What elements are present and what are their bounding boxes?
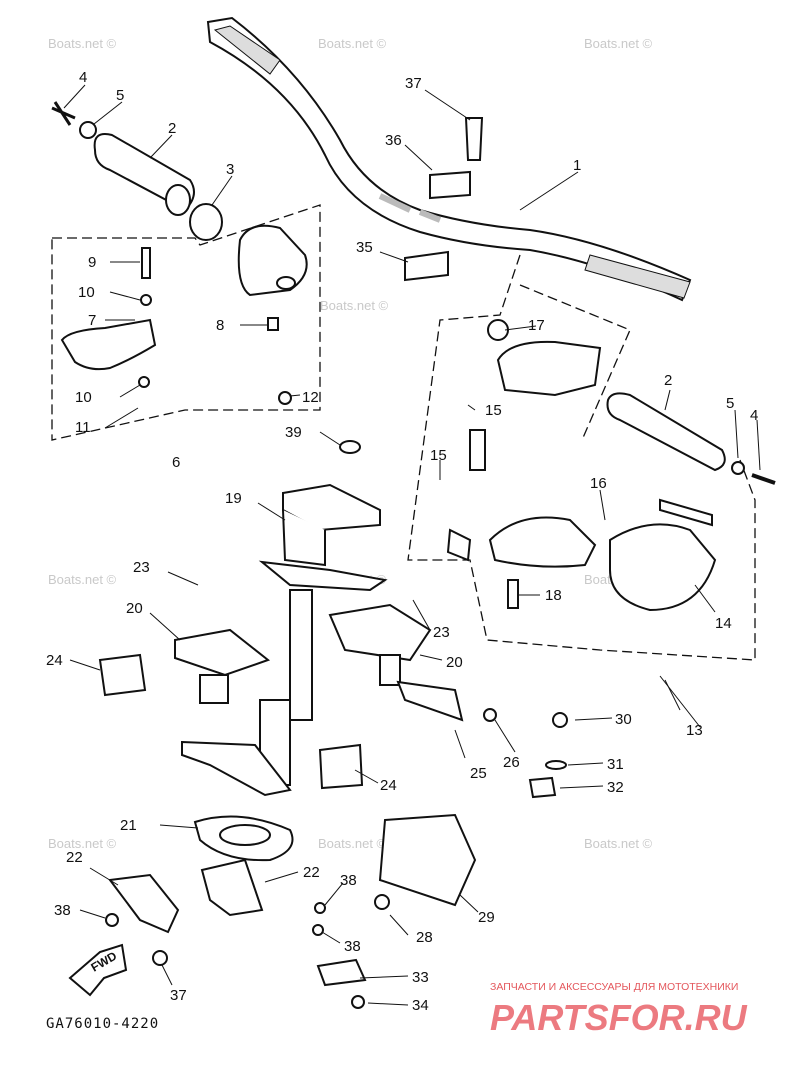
steering-column	[181, 440, 388, 797]
callout-29: 30	[615, 711, 632, 728]
callout-16: 16	[590, 475, 607, 492]
callout-21: 21	[120, 817, 137, 834]
callout-19: 19	[225, 490, 242, 507]
callout-34: 35	[356, 239, 373, 256]
switch-assembly-box	[407, 254, 756, 661]
watermark: Boats.net ©	[584, 836, 653, 851]
callout-28: 28	[416, 929, 433, 946]
callout-7: 7	[88, 312, 96, 329]
callout-37: 37	[170, 987, 187, 1004]
watermark: Boats.net ©	[318, 36, 387, 51]
callout-26: 26	[503, 754, 520, 771]
callout-38: 38	[340, 872, 357, 889]
brand-name: PARTSFOR.RU	[490, 997, 748, 1038]
watermark: Boats.net ©	[584, 36, 653, 51]
callout-38: 38	[54, 902, 71, 919]
callout-20: 20	[126, 600, 143, 617]
callout-24: 24	[380, 777, 397, 794]
callout-35: 36	[385, 132, 402, 149]
throttle-assembly-box	[51, 204, 321, 441]
callout-10: 10	[75, 389, 92, 406]
callout-24: 24	[46, 652, 63, 669]
switch-parts	[446, 319, 717, 612]
callout-25: 25	[470, 765, 487, 782]
callout-32: 33	[412, 969, 429, 986]
callout-31: 32	[607, 779, 624, 796]
leader-lines	[63, 84, 761, 1006]
mounting-plate	[108, 815, 294, 934]
callout-36: 37	[405, 75, 422, 92]
rubber-blocks	[98, 653, 364, 790]
callout-22: 22	[66, 849, 83, 866]
callout-2: 2	[168, 120, 176, 137]
watermark: Boats.net ©	[318, 836, 387, 851]
brand-slogan: ЗАПЧАСТИ И АКСЕССУАРЫ ДЛЯ МОТОТЕХНИКИ	[490, 981, 738, 993]
callout-5: 5	[726, 395, 734, 412]
callout-27: 29	[478, 909, 495, 926]
callout-20: 20	[446, 654, 463, 671]
callout-12: 12	[302, 389, 319, 406]
callout-5: 5	[116, 87, 124, 104]
column-clamps	[174, 603, 432, 704]
callout-23: 23	[133, 559, 150, 576]
right-grip	[606, 392, 776, 485]
callout-15: 15	[430, 447, 447, 464]
drawing-code: GA76010-4220	[46, 1016, 159, 1032]
lower-brackets	[105, 680, 568, 1009]
callout-1: 1	[573, 157, 581, 174]
throttle-housing	[60, 224, 308, 405]
callout-39: 39	[285, 424, 302, 441]
callout-13: 13	[686, 722, 703, 739]
callout-6: 6	[172, 454, 180, 471]
watermark: Boats.net ©	[320, 298, 389, 313]
handlebar	[206, 16, 692, 302]
callout-10: 10	[78, 284, 95, 301]
callout-14: 14	[715, 615, 732, 632]
callout-8: 8	[216, 317, 224, 334]
callout-18: 18	[545, 587, 562, 604]
handlebar-clamps	[404, 117, 484, 282]
watermark: Boats.net ©	[48, 36, 117, 51]
callout-30: 31	[607, 756, 624, 773]
watermark: Boats.net ©	[48, 836, 117, 851]
callout-23: 23	[433, 624, 450, 641]
callout-15: 15	[485, 402, 502, 419]
callout-38: 38	[344, 938, 361, 955]
watermark: Boats.net ©	[48, 572, 117, 587]
callout-9: 9	[88, 254, 96, 271]
forward-arrow-icon: FWD	[68, 943, 128, 997]
left-grip	[51, 101, 223, 241]
callout-33: 34	[412, 997, 429, 1014]
callouts: 4 5 2 3 9 10 7 8 10 11 12 6 1 37 36 35 1…	[46, 69, 758, 1014]
callout-4: 4	[750, 407, 758, 424]
callout-11: 11	[75, 419, 91, 436]
callout-2: 2	[664, 372, 672, 389]
callout-3: 3	[226, 161, 234, 178]
callout-22: 22	[303, 864, 320, 881]
brand-logo: ЗАПЧАСТИ И АКСЕССУАРЫ ДЛЯ МОТОТЕХНИКИ PA…	[490, 981, 748, 1038]
callout-4: 4	[79, 69, 87, 86]
callout-17: 17	[528, 317, 545, 334]
